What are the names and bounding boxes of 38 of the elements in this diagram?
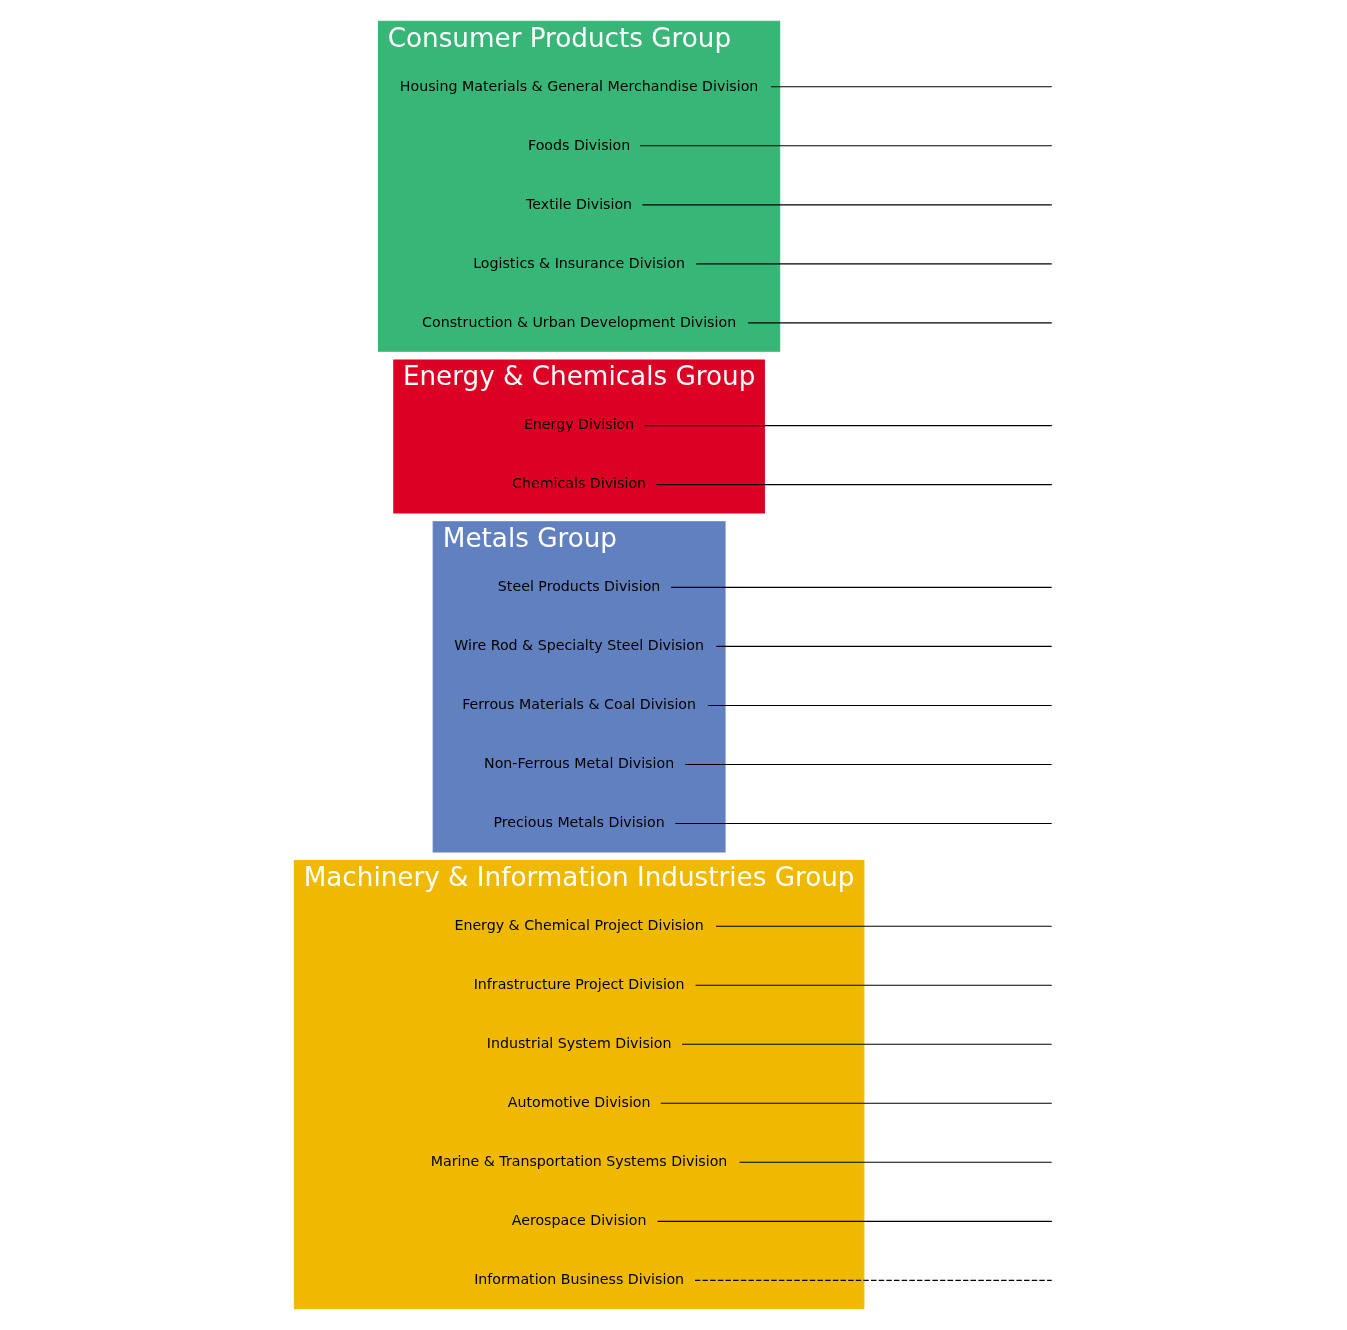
node-text: Ferrous Materials & Coal Division — [462, 696, 697, 713]
node-text: Infrastructure Project Division — [473, 975, 685, 992]
connector — [684, 763, 1053, 765]
connector — [660, 1102, 1053, 1104]
node-text: Precious Metals Division — [493, 814, 665, 831]
node-text: Information Business Division — [474, 1271, 685, 1288]
node-text: Energy & Chemical Project Division — [454, 916, 704, 933]
node-text: Aerospace Division — [511, 1212, 647, 1229]
node-text: Steel Products Division — [497, 578, 661, 595]
connector — [643, 425, 1053, 427]
node-text: Chemicals Division — [512, 475, 647, 492]
connector — [670, 586, 1053, 588]
connector — [681, 1043, 1053, 1045]
node-text: Energy Division — [523, 416, 635, 433]
connector — [715, 925, 1053, 927]
node-text: Automotive Division — [507, 1094, 651, 1111]
node-text: Foods Division — [528, 136, 631, 153]
connector — [641, 204, 1053, 206]
node-text: Construction & Urban Development Division — [422, 313, 737, 330]
node-text: Textile Division — [526, 195, 633, 212]
connector — [707, 704, 1053, 706]
connector — [739, 1161, 1053, 1163]
connector — [655, 484, 1053, 486]
node-text: Housing Materials & General Merchandise Division — [399, 77, 759, 94]
connector — [695, 263, 1053, 265]
connector — [657, 1220, 1053, 1222]
connector — [770, 86, 1053, 88]
node-text: Industrial System Division — [486, 1035, 672, 1051]
connector — [639, 145, 1053, 147]
connector — [747, 322, 1053, 324]
node-text: Logistics & Insurance Division — [473, 254, 685, 271]
connector — [694, 1279, 1053, 1281]
node-text: Non-Ferrous Metal Division — [484, 755, 675, 772]
node-text: Wire Rod & Specialty Steel Division — [454, 637, 704, 654]
connector — [695, 984, 1053, 986]
node-text: Marine & Transportation Systems Division — [430, 1153, 728, 1170]
connector — [715, 645, 1053, 647]
connector — [674, 822, 1053, 825]
